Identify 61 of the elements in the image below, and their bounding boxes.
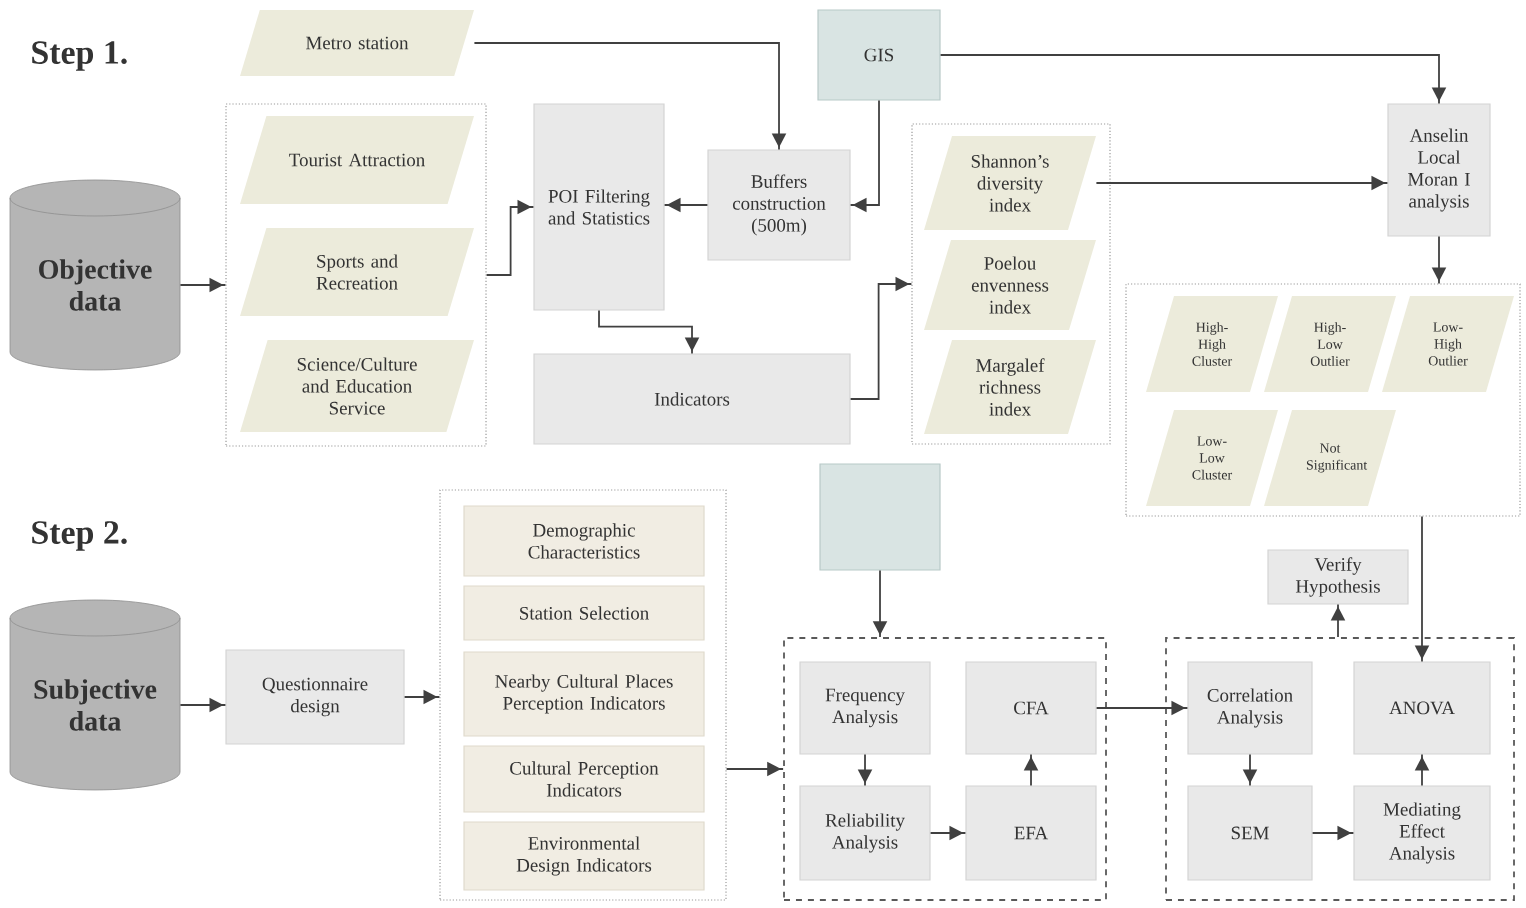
- arrow: [849, 276, 913, 400]
- process-box: CFA: [965, 661, 1097, 755]
- indicator-box: Environmental Design Indicators: [463, 821, 705, 891]
- arrow: [1414, 515, 1430, 663]
- group-frame: [1165, 637, 1515, 901]
- process-box: Mediating Effect Analysis: [1353, 785, 1491, 881]
- process-box: SEM: [1187, 785, 1313, 881]
- step-label: Step 1.: [32, 41, 127, 71]
- process-box: Questionnaire design: [225, 649, 405, 745]
- group-frame: [439, 489, 727, 901]
- arrow: [1330, 603, 1346, 638]
- arrow: [1431, 235, 1447, 285]
- indicator-box: Nearby Cultural Places Perception Indicators: [463, 651, 705, 737]
- arrow: [598, 309, 700, 355]
- process-box: EFA: [965, 785, 1097, 881]
- arrow: [857, 753, 873, 787]
- data-parallelogram: Poelou envenness index: [924, 240, 1096, 330]
- indicator-box: Demographic Characteristics: [463, 505, 705, 577]
- indicator-box: Cultural Perception Indicators: [463, 745, 705, 813]
- arrow: [1095, 700, 1189, 716]
- process-box: ANOVA: [1353, 661, 1491, 755]
- arrow: [725, 761, 784, 777]
- database-cylinder: Objective data: [9, 179, 181, 371]
- indicator-box: Station Selection: [463, 585, 705, 641]
- group-frame: [911, 123, 1111, 445]
- group-frame: [1125, 283, 1521, 517]
- arrow: [1242, 753, 1258, 787]
- arrow: [929, 825, 967, 841]
- arrow: [179, 277, 227, 293]
- data-parallelogram: Margalef richness index: [924, 340, 1096, 434]
- arrow: [849, 99, 880, 213]
- process-box: Frequency Analysis: [799, 661, 931, 755]
- tool-box: [819, 463, 941, 571]
- process-box: Anselin Local Moran I analysis: [1387, 103, 1491, 237]
- arrow: [473, 42, 787, 151]
- arrow: [1095, 175, 1389, 191]
- arrow: [1414, 753, 1430, 787]
- data-parallelogram: Tourist Attraction: [240, 116, 474, 204]
- arrow: [485, 199, 535, 276]
- data-parallelogram: Metro station: [240, 10, 474, 76]
- arrow: [1311, 825, 1355, 841]
- arrow: [663, 197, 709, 213]
- process-box: POI Filtering and Statistics: [533, 103, 665, 311]
- arrow: [403, 689, 441, 705]
- arrow: [872, 569, 888, 638]
- arrow: [179, 697, 227, 713]
- step-label: Step 2.: [32, 521, 127, 551]
- process-box: Indicators: [533, 353, 851, 445]
- database-cylinder: Subjective data: [9, 599, 181, 791]
- data-parallelogram: Shannon’s diversity index: [924, 136, 1096, 230]
- arrow: [1023, 753, 1039, 787]
- process-box: Verify Hypothesis: [1267, 549, 1409, 605]
- group-frame: [225, 103, 487, 447]
- process-box: Reliability Analysis: [799, 785, 931, 881]
- data-parallelogram: Science/Culture and Education Service: [240, 340, 474, 432]
- group-frame: [783, 637, 1107, 901]
- tool-box: GIS: [817, 9, 941, 101]
- process-box: Correlation Analysis: [1187, 661, 1313, 755]
- process-box: Buffers construction (500m): [707, 149, 851, 261]
- arrow: [939, 54, 1447, 105]
- data-parallelogram: Sports and Recreation: [240, 228, 474, 316]
